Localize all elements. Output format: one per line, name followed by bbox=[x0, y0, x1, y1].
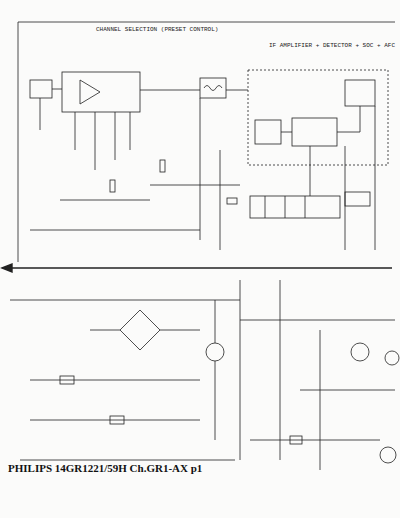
tuner-section bbox=[30, 72, 200, 170]
section-divider-arrow bbox=[2, 264, 392, 272]
power-supply bbox=[10, 280, 399, 470]
caption: PHILIPS 14GR1221/59H Ch.GR1-AX p1 bbox=[6, 462, 204, 474]
mid-wiring bbox=[30, 98, 240, 250]
outer-frame bbox=[18, 22, 395, 262]
section-heading: CHANNEL SELECTION (PRESET CONTROL) bbox=[95, 26, 219, 33]
if-ic-blocks bbox=[248, 70, 388, 250]
saw-filter bbox=[200, 78, 248, 98]
section-heading: IF AMPLIFIER + DETECTOR + SOC + AFC bbox=[268, 42, 396, 49]
